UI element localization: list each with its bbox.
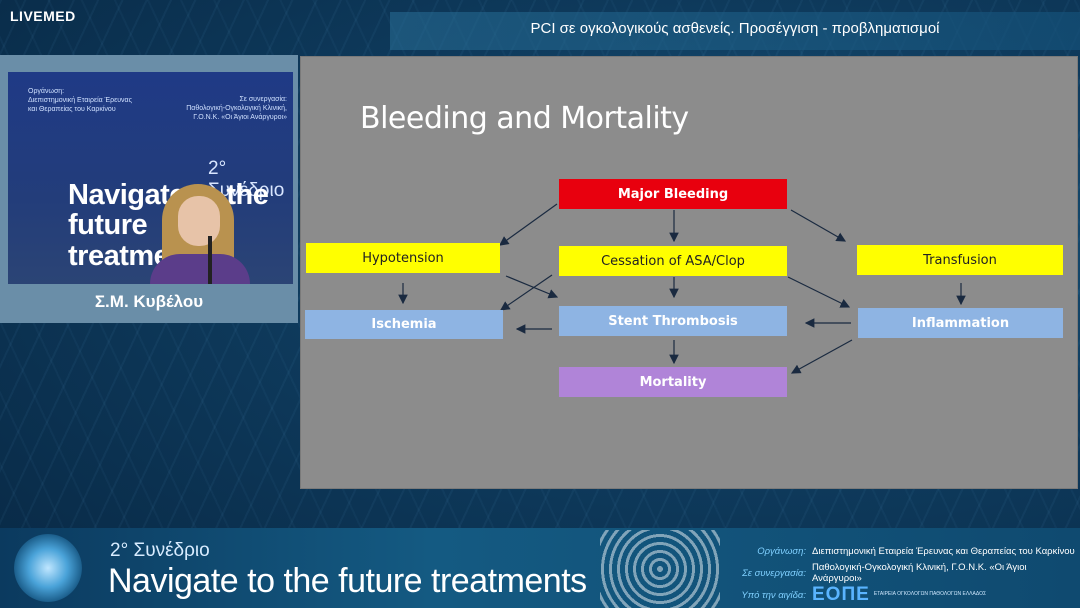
- credit-collaboration: Σε συνεργασία: Παθολογική-Ογκολογική Κλι…: [700, 562, 1075, 584]
- session-title-band: [390, 12, 1080, 50]
- session-title: PCI σε ογκολογικούς ασθενείς. Προσέγγιση…: [530, 20, 940, 37]
- video-collab-2: Γ.Ο.Ν.Κ. «Οι Άγιοι Ανάργυροι»: [193, 113, 287, 121]
- node-stent-thrombosis: Stent Thrombosis: [559, 306, 787, 336]
- eope-subtitle: ΕΤΑΙΡΕΙΑ ΟΓΚΟΛΟΓΩΝ ΠΑΘΟΛΟΓΩΝ ΕΛΛΑΔΟΣ: [873, 591, 987, 598]
- credit-auspices: Υπό την αιγίδα: ΕΟΠΕ ΕΤΑΙΡΕΙΑ ΟΓΚΟΛΟΓΩΝ …: [700, 584, 1075, 606]
- banner-edition: 2° Συνέδριο: [110, 540, 210, 561]
- credit-auspices-label: Υπό την αιγίδα:: [741, 589, 806, 601]
- arrow-bleeding-hypotension: [499, 203, 558, 246]
- node-ischemia: Ischemia: [305, 310, 503, 339]
- node-transfusion: Transfusion: [857, 245, 1063, 275]
- node-inflammation: Inflammation: [858, 308, 1063, 338]
- speaker-name: Σ.Μ. Κυβέλου: [94, 292, 204, 311]
- video-collab-1: Παθολογική-Ογκολογική Κλινική,: [186, 104, 287, 112]
- arrow-bleeding-transfusion: [790, 209, 847, 242]
- presentation-slide: Bleeding and Mortality Major Bleeding Hy…: [300, 56, 1078, 489]
- video-org-label: Οργάνωση:: [28, 88, 65, 95]
- arrow-inflammation-mortality: [790, 339, 853, 374]
- credit-organizer-label: Οργάνωση:: [757, 545, 806, 557]
- video-collaboration: Σε συνεργασία: Παθολογική-Ογκολογική Κλι…: [186, 96, 287, 122]
- node-mortality: Mortality: [559, 367, 787, 397]
- speaker-body: [150, 254, 250, 284]
- speaker-figure: [144, 184, 256, 284]
- diagram-arrows: [398, 203, 966, 374]
- arrow-cessation-inflammation: [787, 276, 851, 308]
- banner-credits: Οργάνωση: Διεπιστημονική Εταιρεία Έρευνα…: [700, 540, 1075, 606]
- node-hypotension: Hypotension: [306, 243, 500, 273]
- video-organizer: Οργάνωση: Διεπιστημονική Εταιρεία Έρευνα…: [28, 88, 132, 114]
- credit-organizer-value: Διεπιστημονική Εταιρεία Έρευνας και Θερα…: [812, 545, 1075, 557]
- speaker-video: Οργάνωση: Διεπιστημονική Εταιρεία Έρευνα…: [8, 72, 293, 284]
- video-org-name-2: και Θεραπείας του Καρκίνου: [28, 105, 116, 113]
- microphone-icon: [208, 236, 212, 284]
- credit-collaboration-label: Σε συνεργασία:: [742, 567, 806, 579]
- video-edition: 2° Συνέδριο: [208, 158, 285, 201]
- eope-logo: ΕΟΠΕ: [812, 584, 870, 605]
- slide-title: Bleeding and Mortality: [360, 101, 689, 136]
- credit-organizer: Οργάνωση: Διεπιστημονική Εταιρεία Έρευνα…: [700, 540, 1075, 562]
- rings-graphic: [600, 530, 720, 608]
- livemed-logo: LIVEMED: [10, 8, 76, 24]
- bottom-banner: [0, 528, 1080, 608]
- node-cessation: Cessation of ASA/Clop: [559, 246, 787, 276]
- banner-title: Navigate to the future treatments: [108, 562, 587, 600]
- speaker-face: [178, 196, 220, 246]
- video-org-name-1: Διεπιστημονική Εταιρεία Έρευνας: [28, 96, 132, 104]
- globe-icon: [14, 534, 82, 602]
- arrow-cessation-ischemia: [500, 274, 553, 311]
- node-major-bleeding: Major Bleeding: [559, 179, 787, 209]
- video-congress-title: Navigate to the future treatments: [68, 180, 293, 272]
- credit-collaboration-value: Παθολογική-Ογκολογική Κλινική, Γ.Ο.Ν.Κ. …: [812, 562, 1027, 584]
- video-collab-label: Σε συνεργασία:: [239, 96, 287, 103]
- arrow-hypotension-stent: [505, 275, 559, 299]
